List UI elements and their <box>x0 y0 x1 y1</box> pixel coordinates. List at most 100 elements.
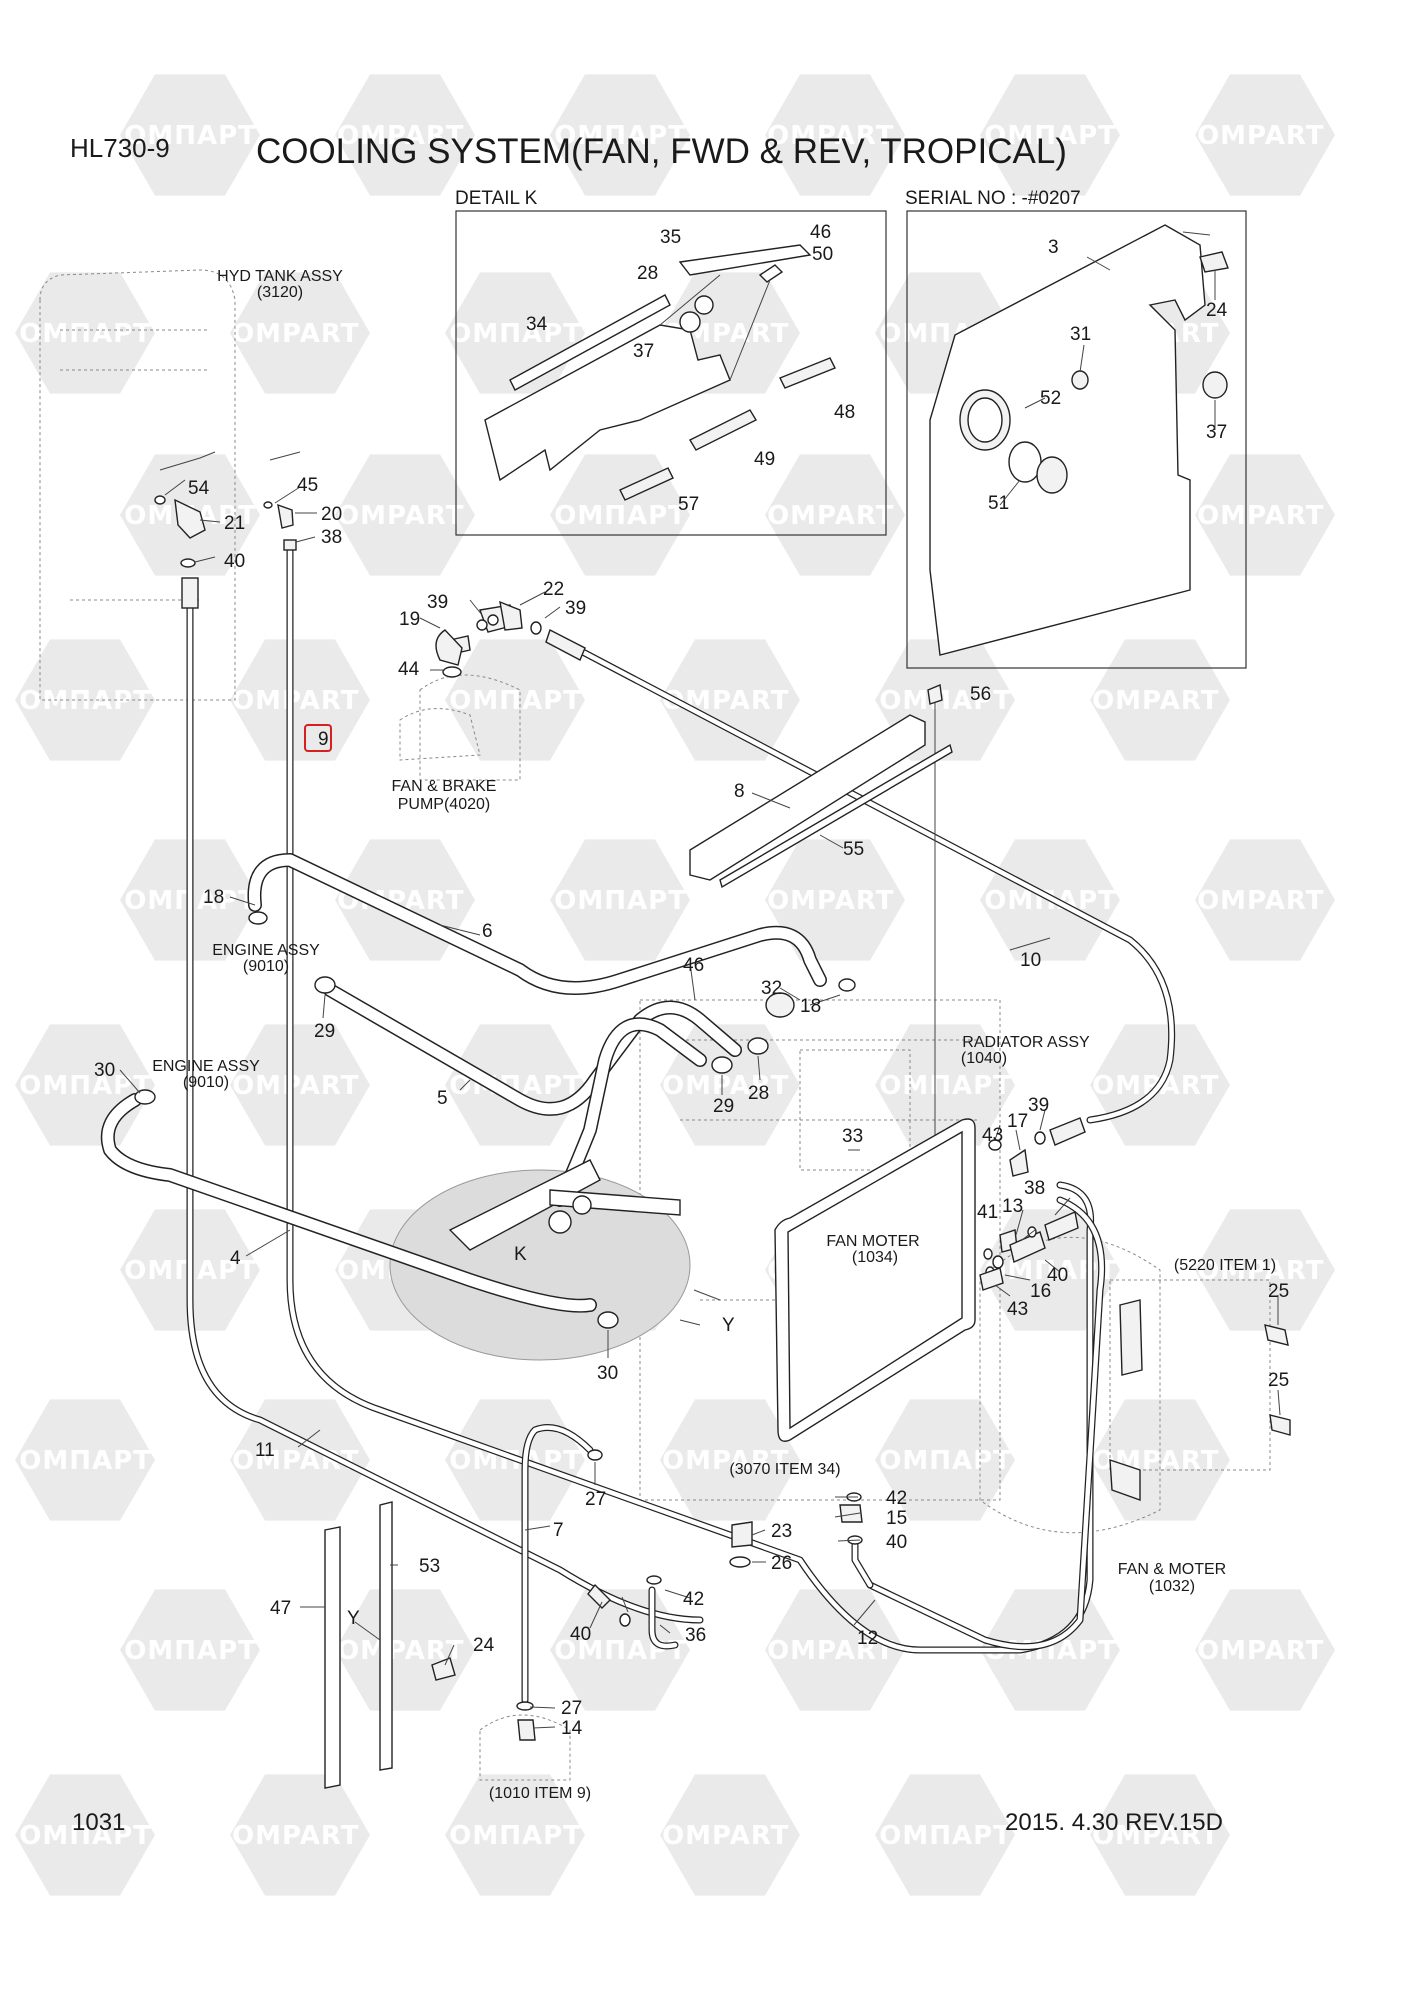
label-item-3070: (3070 ITEM 34) <box>729 1461 840 1478</box>
callout-35: 35 <box>660 227 681 248</box>
callout-29b: 29 <box>713 1096 734 1117</box>
label-fan-moter-ref: (1034) <box>852 1249 898 1266</box>
watermark-hexagon <box>15 272 155 394</box>
watermark-text: COMPART <box>1177 501 1324 531</box>
watermark-hexagon <box>230 1399 370 1521</box>
detail-k-title: DETAIL K <box>455 188 538 209</box>
callout-45: 45 <box>297 475 318 496</box>
watermark-hexagon <box>765 74 905 196</box>
detail-k-panel: DETAIL K 35 46 50 28 34 37 48 49 57 <box>455 188 887 536</box>
callout-53: 53 <box>419 1556 440 1577</box>
watermark-text: КОМПАРТ <box>532 121 687 151</box>
watermark-text: COMPART <box>1072 686 1219 716</box>
watermark-text: КОМПАРТ <box>857 1071 1012 1101</box>
label-y2: Y <box>347 1608 360 1629</box>
watermark-hexagon <box>765 454 905 576</box>
watermark-hexagon <box>1195 1589 1335 1711</box>
callout-39b: 39 <box>565 598 586 619</box>
watermark-hexagon <box>1195 74 1335 196</box>
callout-38: 38 <box>321 527 342 548</box>
label-fan-motor-assy: FAN & MOTER <box>1118 1561 1226 1578</box>
watermark-text: COMPART <box>642 1071 789 1101</box>
watermark-text: КОМПАРТ <box>427 1821 582 1851</box>
callout-40d: 40 <box>570 1624 591 1645</box>
callout-50: 50 <box>812 244 833 265</box>
watermark-text: КОМПАРТ <box>962 121 1117 151</box>
watermark-hexagon <box>1195 1209 1335 1331</box>
callout-4: 4 <box>230 1248 241 1269</box>
callout-28: 28 <box>748 1083 769 1104</box>
watermark-hexagon <box>1195 454 1335 576</box>
watermark-text: КОМПАРТ <box>102 886 257 916</box>
callout-20: 20 <box>321 504 342 525</box>
callout-42b: 42 <box>683 1589 704 1610</box>
watermark-text: КОМПАРТ <box>0 1821 152 1851</box>
serial-panel: SERIAL NO : -#0207 3 24 31 52 37 51 <box>905 188 1247 669</box>
watermark-hexagon <box>445 639 585 761</box>
label-y1: Y <box>722 1315 735 1336</box>
callout-52: 52 <box>1040 388 1061 409</box>
watermark-hexagon <box>660 639 800 761</box>
label-hyd-tank: HYD TANK ASSY <box>217 268 343 285</box>
label-fan-moter: FAN MOTER <box>826 1233 919 1250</box>
watermark-text: COMPART <box>642 1446 789 1476</box>
watermark-hexagon <box>120 1589 260 1711</box>
callout-27b: 27 <box>561 1698 582 1719</box>
callout-15: 15 <box>886 1508 907 1529</box>
watermark-hexagon <box>1195 839 1335 961</box>
callout-39: 39 <box>427 592 448 613</box>
callout-25: 25 <box>1268 1281 1289 1302</box>
callout-29: 29 <box>314 1021 335 1042</box>
callout-44: 44 <box>398 659 420 680</box>
callout-6: 6 <box>482 921 493 942</box>
callout-48: 48 <box>834 402 855 423</box>
callout-22: 22 <box>543 579 564 600</box>
watermark-hexagon <box>550 839 690 961</box>
watermark-hexagon <box>335 1589 475 1711</box>
watermark-hexagon <box>1090 639 1230 761</box>
callout-31: 31 <box>1070 324 1091 345</box>
callout-13: 13 <box>1002 1196 1023 1217</box>
callout-25b: 25 <box>1268 1370 1289 1391</box>
watermark-text: COMPART <box>1072 1446 1219 1476</box>
label-engine-assy-b: ENGINE ASSY <box>152 1058 260 1075</box>
callout-33: 33 <box>842 1126 863 1147</box>
callouts: 54 21 40 45 20 38 39 22 39 19 44 9 56 8 … <box>94 475 1289 1739</box>
watermark-hexagon <box>335 454 475 576</box>
assembly-labels: HYD TANK ASSY (3120) FAN & BRAKE PUMP(40… <box>152 268 1276 1802</box>
watermark-hexagon <box>445 1774 585 1896</box>
watermark-text: КОМПАРТ <box>857 1446 1012 1476</box>
watermark-text: COMPART <box>212 1821 359 1851</box>
watermark-hexagon <box>980 1589 1120 1711</box>
label-radiator-ref: (1040) <box>961 1050 1007 1067</box>
callout-18b: 18 <box>800 996 821 1017</box>
hoses-and-pipes <box>100 451 1176 1704</box>
callout-18: 18 <box>203 887 224 908</box>
callout-47: 47 <box>270 1598 291 1619</box>
watermark-text: COMPART <box>747 1636 894 1666</box>
model-code: HL730-9 <box>70 133 170 163</box>
callout-24: 24 <box>1206 300 1228 321</box>
watermark-text: КОМПАРТ <box>427 319 582 349</box>
watermark-text: КОМПАРТ <box>0 1446 152 1476</box>
watermark-text: COMPART <box>642 686 789 716</box>
label-radiator: RADIATOR ASSY <box>962 1034 1090 1051</box>
watermark-hexagon <box>15 1774 155 1896</box>
callout-42: 42 <box>886 1488 907 1509</box>
callout-34: 34 <box>526 314 548 335</box>
callout-16: 16 <box>1030 1281 1051 1302</box>
fittings <box>134 495 1291 1789</box>
watermark-hexagon <box>230 272 370 394</box>
callout-46: 46 <box>683 955 704 976</box>
watermark-text: COMPART <box>1177 1256 1324 1286</box>
callout-56: 56 <box>970 684 991 705</box>
watermark-hexagon <box>875 1774 1015 1896</box>
label-fan-brake-pump-2: PUMP(4020) <box>398 796 490 813</box>
watermark-text: COMPART <box>1177 121 1324 151</box>
watermark-text: COMPART <box>642 1821 789 1851</box>
label-engine-assy-a-ref: (9010) <box>243 958 289 975</box>
callout-30: 30 <box>94 1060 115 1081</box>
callout-39c: 39 <box>1028 1095 1049 1116</box>
callout-36: 36 <box>685 1625 706 1646</box>
watermark-hexagon <box>15 1399 155 1521</box>
